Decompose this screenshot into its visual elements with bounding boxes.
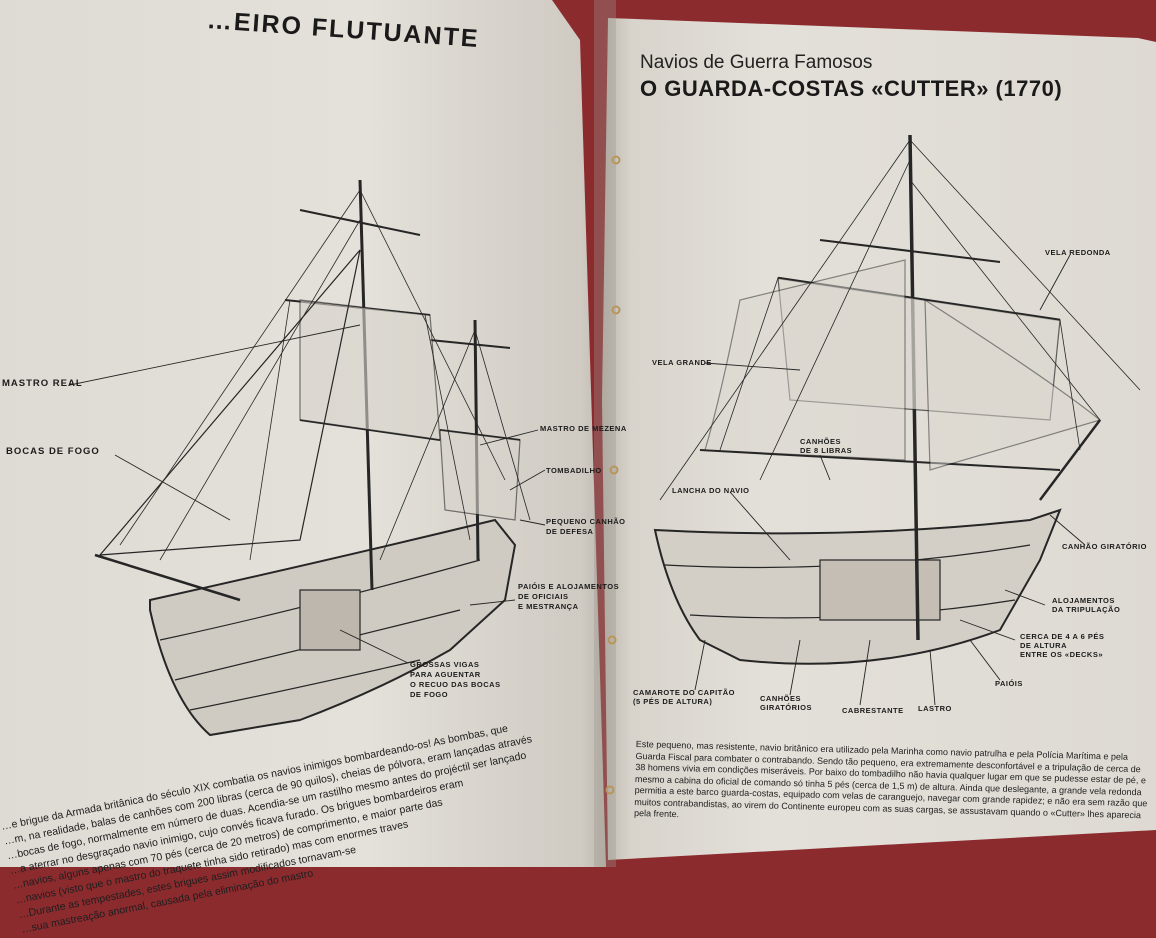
label-lastro: LASTRO <box>918 704 952 713</box>
label-camarote-1: CAMAROTE DO CAPITÃO <box>633 688 735 697</box>
label-lancha: LANCHA DO NAVIO <box>672 486 750 495</box>
brig-ship-drawing <box>69 179 546 737</box>
label-paiois-3: E MESTRANÇA <box>518 602 579 611</box>
right-body-paragraph: Este pequeno, mas resistente, navio brit… <box>633 739 1148 820</box>
label-vigas-3: O RECUO DAS BOCAS <box>410 680 501 689</box>
label-canhao-giratorio: CANHÃO GIRATÓRIO <box>1062 542 1147 551</box>
label-cerca-3: ENTRE OS «DECKS» <box>1020 650 1104 659</box>
binding-rings <box>605 155 621 795</box>
label-mastro-real: MASTRO REAL <box>2 378 83 389</box>
label-vigas-2: PARA AGUENTAR <box>410 670 481 679</box>
label-pequeno-canhao-1: PEQUENO CANHÃO <box>546 517 626 526</box>
illustrations <box>69 0 1141 867</box>
label-camarote-2: (5 PÉS DE ALTURA) <box>633 697 713 706</box>
label-vela-redonda: VELA REDONDA <box>1045 248 1111 257</box>
series-title: Navios de Guerra Famosos <box>640 52 873 73</box>
label-alojamentos-1: ALOJAMENTOS <box>1052 596 1115 605</box>
label-tombadilho: TOMBADILHO <box>546 466 602 475</box>
right-page-body: Este pequeno, mas resistente, navio brit… <box>634 739 1151 833</box>
label-cerca-1: CERCA DE 4 A 6 PÉS <box>1020 632 1105 641</box>
label-paiois: PAIÓIS <box>995 679 1023 688</box>
label-canhoes-gir-2: GIRATÓRIOS <box>760 703 812 712</box>
label-pequeno-canhao-2: DE DEFESA <box>546 527 594 536</box>
label-vela-grande: VELA GRANDE <box>652 358 712 367</box>
label-bocas-de-fogo: BOCAS DE FOGO <box>6 446 100 457</box>
label-vigas-4: DE FOGO <box>410 690 449 699</box>
label-cabrestante: CABRESTANTE <box>842 706 904 715</box>
label-canhoes-gir-1: CANHÕES <box>760 694 802 703</box>
right-page-title: O GUARDA-COSTAS «CUTTER» (1770) <box>640 76 1063 101</box>
label-paiois-1: PAIÓIS E ALOJAMENTOS <box>518 582 620 591</box>
spine-shadow <box>594 0 616 867</box>
cutter-ship-drawing <box>653 134 1141 706</box>
label-alojamentos-2: DA TRIPULAÇÃO <box>1052 605 1121 614</box>
label-canhoes-8-2: DE 8 LIBRAS <box>800 446 853 455</box>
label-canhoes-8-1: CANHÕES <box>800 437 842 446</box>
label-cerca-2: DE ALTURA <box>1020 641 1067 650</box>
label-vigas-1: GROSSAS VIGAS <box>410 660 480 669</box>
label-mastro-mezena: MASTRO DE MEZENA <box>540 424 627 433</box>
label-paiois-2: DE OFICIAIS <box>518 592 569 601</box>
